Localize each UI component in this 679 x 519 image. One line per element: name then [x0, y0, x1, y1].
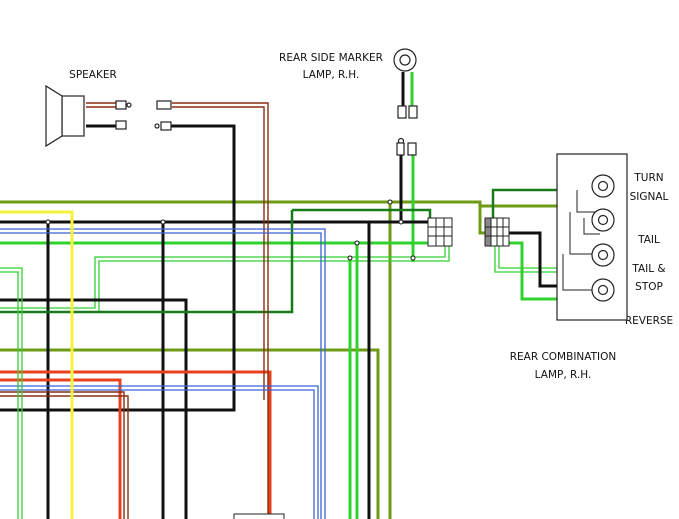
combo-lamp-housing	[556, 153, 628, 321]
speaker-magnet	[61, 95, 85, 137]
red-bus-1	[0, 370, 272, 519]
tail-stop-label-line1: TAIL &	[631, 263, 665, 275]
junction-dot	[347, 255, 353, 261]
speaker-connector-bottom	[160, 121, 172, 131]
tail-stop-label-line2: STOP	[635, 281, 663, 293]
junction-dot	[160, 219, 166, 225]
speaker-terminal-bottom	[115, 120, 127, 130]
rear-combination-label-line1: REAR COMBINATION	[510, 351, 617, 363]
marker-terminal-right	[408, 105, 418, 119]
side-marker-lamp	[393, 48, 418, 156]
rear-combination-lamp	[556, 153, 628, 321]
blue-wires	[0, 228, 326, 519]
olive-top-bus	[0, 200, 488, 235]
brown-wires	[0, 102, 269, 519]
bottom-component	[233, 513, 285, 519]
junction-dots	[45, 199, 416, 261]
turn-signal-label-line1: TURN	[633, 172, 663, 184]
reverse-label: REVERSE	[625, 315, 673, 327]
left-stubs	[0, 267, 23, 519]
junction-dot	[354, 240, 360, 246]
black-speaker-return	[0, 124, 236, 412]
speaker-terminal-top	[115, 100, 127, 110]
marker-terminal-left	[397, 105, 407, 119]
tail-label: TAIL	[637, 234, 660, 246]
speaker-cone	[45, 84, 63, 148]
speaker-label: SPEAKER	[69, 69, 117, 81]
marker-bulb-inner	[399, 54, 411, 66]
red-wires	[0, 370, 272, 519]
rear-combination-label-line2: LAMP, R.H.	[535, 369, 592, 381]
junction-dot	[398, 219, 404, 225]
olive-wires	[0, 200, 577, 519]
junction-dot	[410, 255, 416, 261]
junction-dot	[45, 219, 51, 225]
green-to-combo	[505, 241, 586, 301]
turn-signal-label-line2: SIGNAL	[630, 191, 669, 203]
marker-connector-left	[396, 142, 405, 156]
marker-lamp-label-line2: LAMP, R.H.	[303, 69, 360, 81]
marker-connector-right	[407, 142, 417, 156]
connector-combo	[484, 217, 510, 247]
olive-mid-bus	[0, 348, 380, 519]
dark-green-wires	[0, 188, 600, 314]
junction-dot	[387, 199, 393, 205]
connector-main	[427, 217, 453, 247]
speaker-connector-top	[156, 100, 172, 110]
marker-lamp-label-line1: REAR SIDE MARKER	[279, 52, 383, 64]
black-left-vert	[0, 298, 188, 519]
speaker-symbol	[45, 84, 172, 148]
yellow-wires	[0, 210, 74, 519]
red-bus-2	[0, 378, 122, 519]
